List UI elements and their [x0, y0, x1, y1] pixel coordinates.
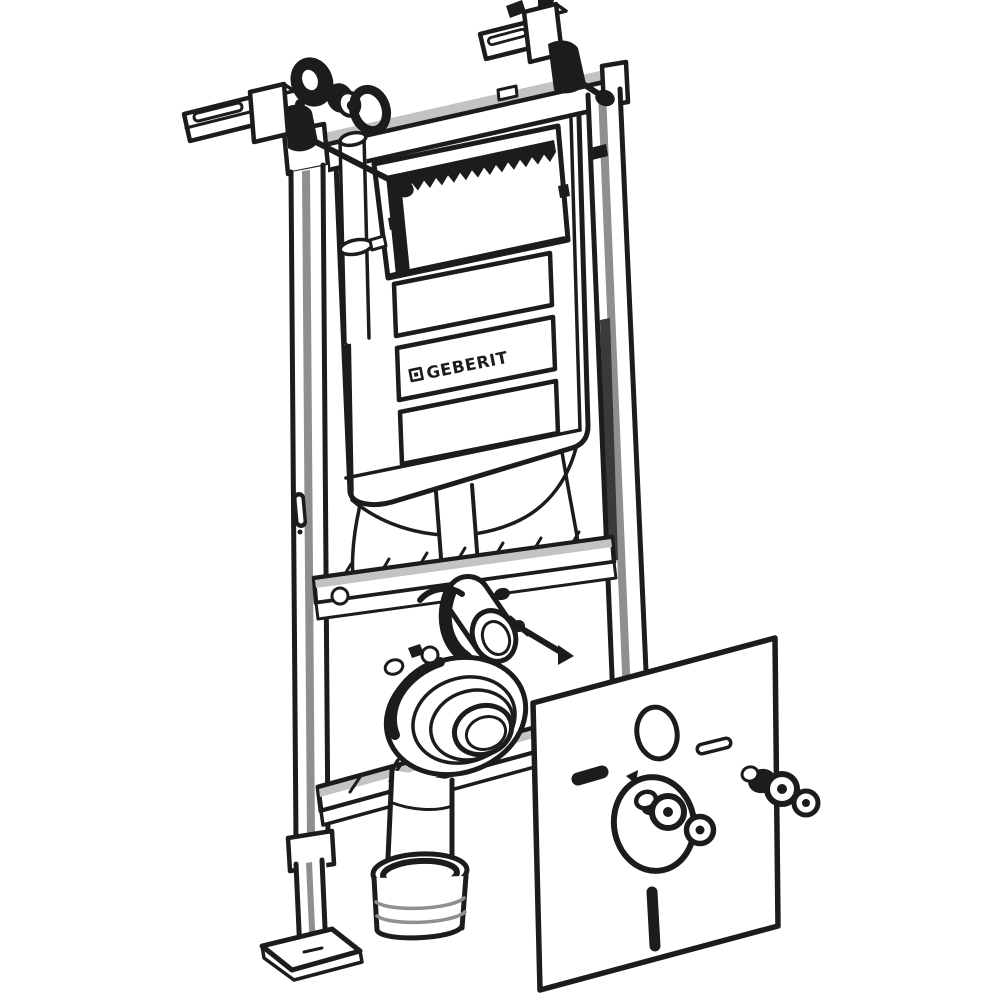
geberit-logo-square-dot [413, 372, 419, 377]
right-upright-shade [598, 92, 631, 697]
o-ring-seal [348, 84, 392, 136]
left-upright-shade [302, 170, 315, 840]
plug-flange-center [299, 66, 321, 94]
fill-valve-nub [368, 234, 388, 252]
pan-connector [370, 851, 470, 941]
foot-plate-slot [302, 946, 324, 954]
panel-vertical-slot [646, 886, 661, 952]
edge-washer-large-center [777, 784, 787, 794]
left-bracket-rod [309, 137, 401, 187]
socket-opening-inner [464, 715, 508, 751]
drain-pipe-left-edge [385, 767, 395, 861]
frame-right-upright [585, 86, 650, 703]
flush-bend-dark-band [438, 585, 473, 665]
left-upright-outer-edge [288, 169, 299, 845]
cistern-sump-curve [350, 446, 578, 537]
anchor-screw-rod [521, 627, 567, 657]
cistern-right-inner-line [569, 117, 582, 432]
frame-left-upright [288, 162, 333, 845]
connector-left-edge [371, 875, 380, 933]
panel-oval-hole [634, 704, 680, 762]
left-bracket-block [247, 81, 291, 145]
drain-pipe [385, 767, 455, 863]
geberit-logo-square-icon [408, 366, 424, 383]
socket-stud [408, 644, 424, 658]
access-window-bottom-line [388, 236, 566, 277]
panel-washer-1-center [663, 807, 673, 817]
right-upright-inner-edge [617, 86, 650, 696]
right-bracket-rod-anchor [595, 89, 615, 107]
wall-bracket-left [181, 81, 414, 198]
right-upright-dark-shade [600, 318, 618, 562]
flush-bend-outlet-inner [480, 620, 512, 656]
flush-bend [417, 574, 519, 665]
left-bracket-slot [195, 104, 241, 120]
panel-right-slot [699, 740, 729, 752]
right-bracket-clamp [548, 40, 586, 94]
left-upright-pin-hole [297, 529, 303, 535]
upper-rail-ticks [343, 530, 581, 576]
access-window-serrated-band [386, 140, 556, 196]
drain-pipe-fill [388, 770, 452, 860]
frame-left-leg [259, 828, 364, 982]
cistern-slat-2 [394, 314, 558, 403]
fill-valve-left-edge [338, 139, 347, 345]
drain-outlet-socket [383, 644, 529, 788]
flush-bend-hanger-strap [417, 585, 465, 603]
sound-insulation-panel [530, 635, 781, 993]
cistern-slat-1 [391, 250, 555, 339]
flush-bend-clamp-bolt [494, 587, 510, 601]
panel-washer-2-center [695, 825, 705, 835]
edge-washer-small-center [802, 799, 810, 807]
upper-rail-top-shade [315, 539, 612, 588]
wall-bracket-right [477, 0, 615, 107]
right-bracket-slot [489, 30, 525, 44]
top-rail-notch [496, 84, 519, 102]
socket-left-ear [383, 658, 405, 676]
left-bracket-rod-anchor [390, 178, 414, 198]
panel-left-slot [571, 765, 609, 786]
socket-dark-crescent [386, 657, 445, 740]
wall-anchor-screw [507, 615, 574, 665]
anchor-screw-tip [558, 645, 574, 665]
connector-groove-2 [375, 910, 467, 925]
panel-fixing-bolts [740, 765, 821, 818]
cistern-slat-3 [397, 378, 561, 467]
connector-groove-1 [374, 896, 466, 911]
fill-valve-cap [338, 130, 368, 148]
edge-bolt-cap [740, 765, 760, 783]
fill-valve [338, 130, 388, 499]
connector-right-edge [459, 873, 469, 931]
left-upright-slot-inner [296, 496, 304, 524]
right-upright-outer-edge [585, 92, 616, 703]
socket-top-ear [420, 645, 440, 665]
drain-pipe-seam [388, 800, 454, 811]
leg-shade [306, 862, 316, 951]
left-bracket-clamp [284, 104, 318, 152]
connector-bottom-arc [374, 923, 465, 941]
right-upright-clip [590, 144, 608, 160]
access-window-left-tab [388, 216, 400, 230]
right-bracket-wing-1 [506, 0, 526, 18]
access-window-right-tab [558, 184, 570, 198]
left-bracket-arm-edge [184, 109, 256, 130]
left-upright-inner-edge [320, 162, 331, 841]
concealed-cistern: GEBERIT [333, 102, 591, 608]
upper-rail-left-hook [330, 586, 350, 606]
fill-valve-down-pipe [345, 343, 354, 499]
